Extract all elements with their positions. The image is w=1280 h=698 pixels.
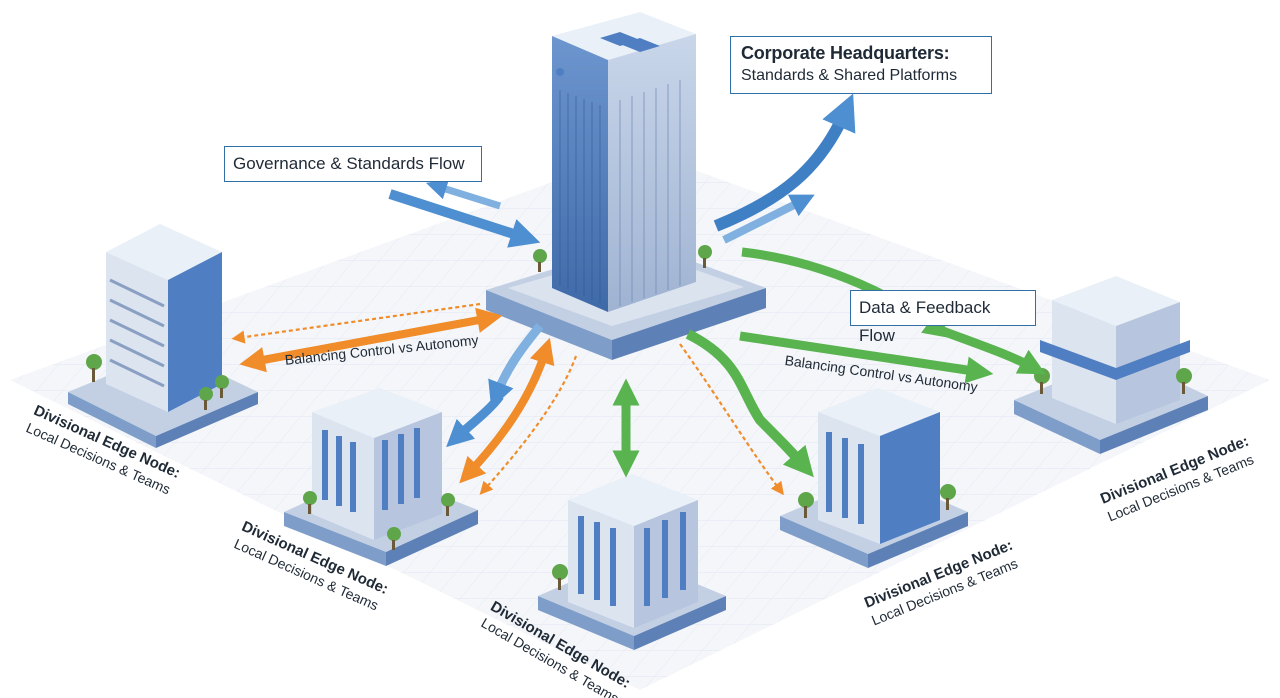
- balance-flow-arrows: [231, 302, 784, 496]
- isometric-floor: [10, 150, 1270, 690]
- edge-node-building-right-middle: [780, 388, 968, 568]
- headquarters-title: Corporate Headquarters:: [741, 43, 950, 63]
- edge-node-building-bottom: [538, 474, 726, 650]
- edge-node-building-left-middle: [284, 388, 478, 566]
- headquarters-building-icon: [486, 12, 766, 360]
- governance-flow-label: Governance & Standards Flow: [224, 146, 482, 182]
- headquarters-subtitle: Standards & Shared Platforms: [741, 67, 958, 84]
- governance-flow-arrows: [388, 93, 856, 448]
- edge-node-building-right: [1014, 276, 1208, 454]
- headquarters-label: Corporate Headquarters: Standards & Shar…: [730, 36, 992, 94]
- edge-node-building-left: [68, 224, 258, 448]
- data-feedback-flow-label: Data & Feedback Flow: [850, 290, 1036, 345]
